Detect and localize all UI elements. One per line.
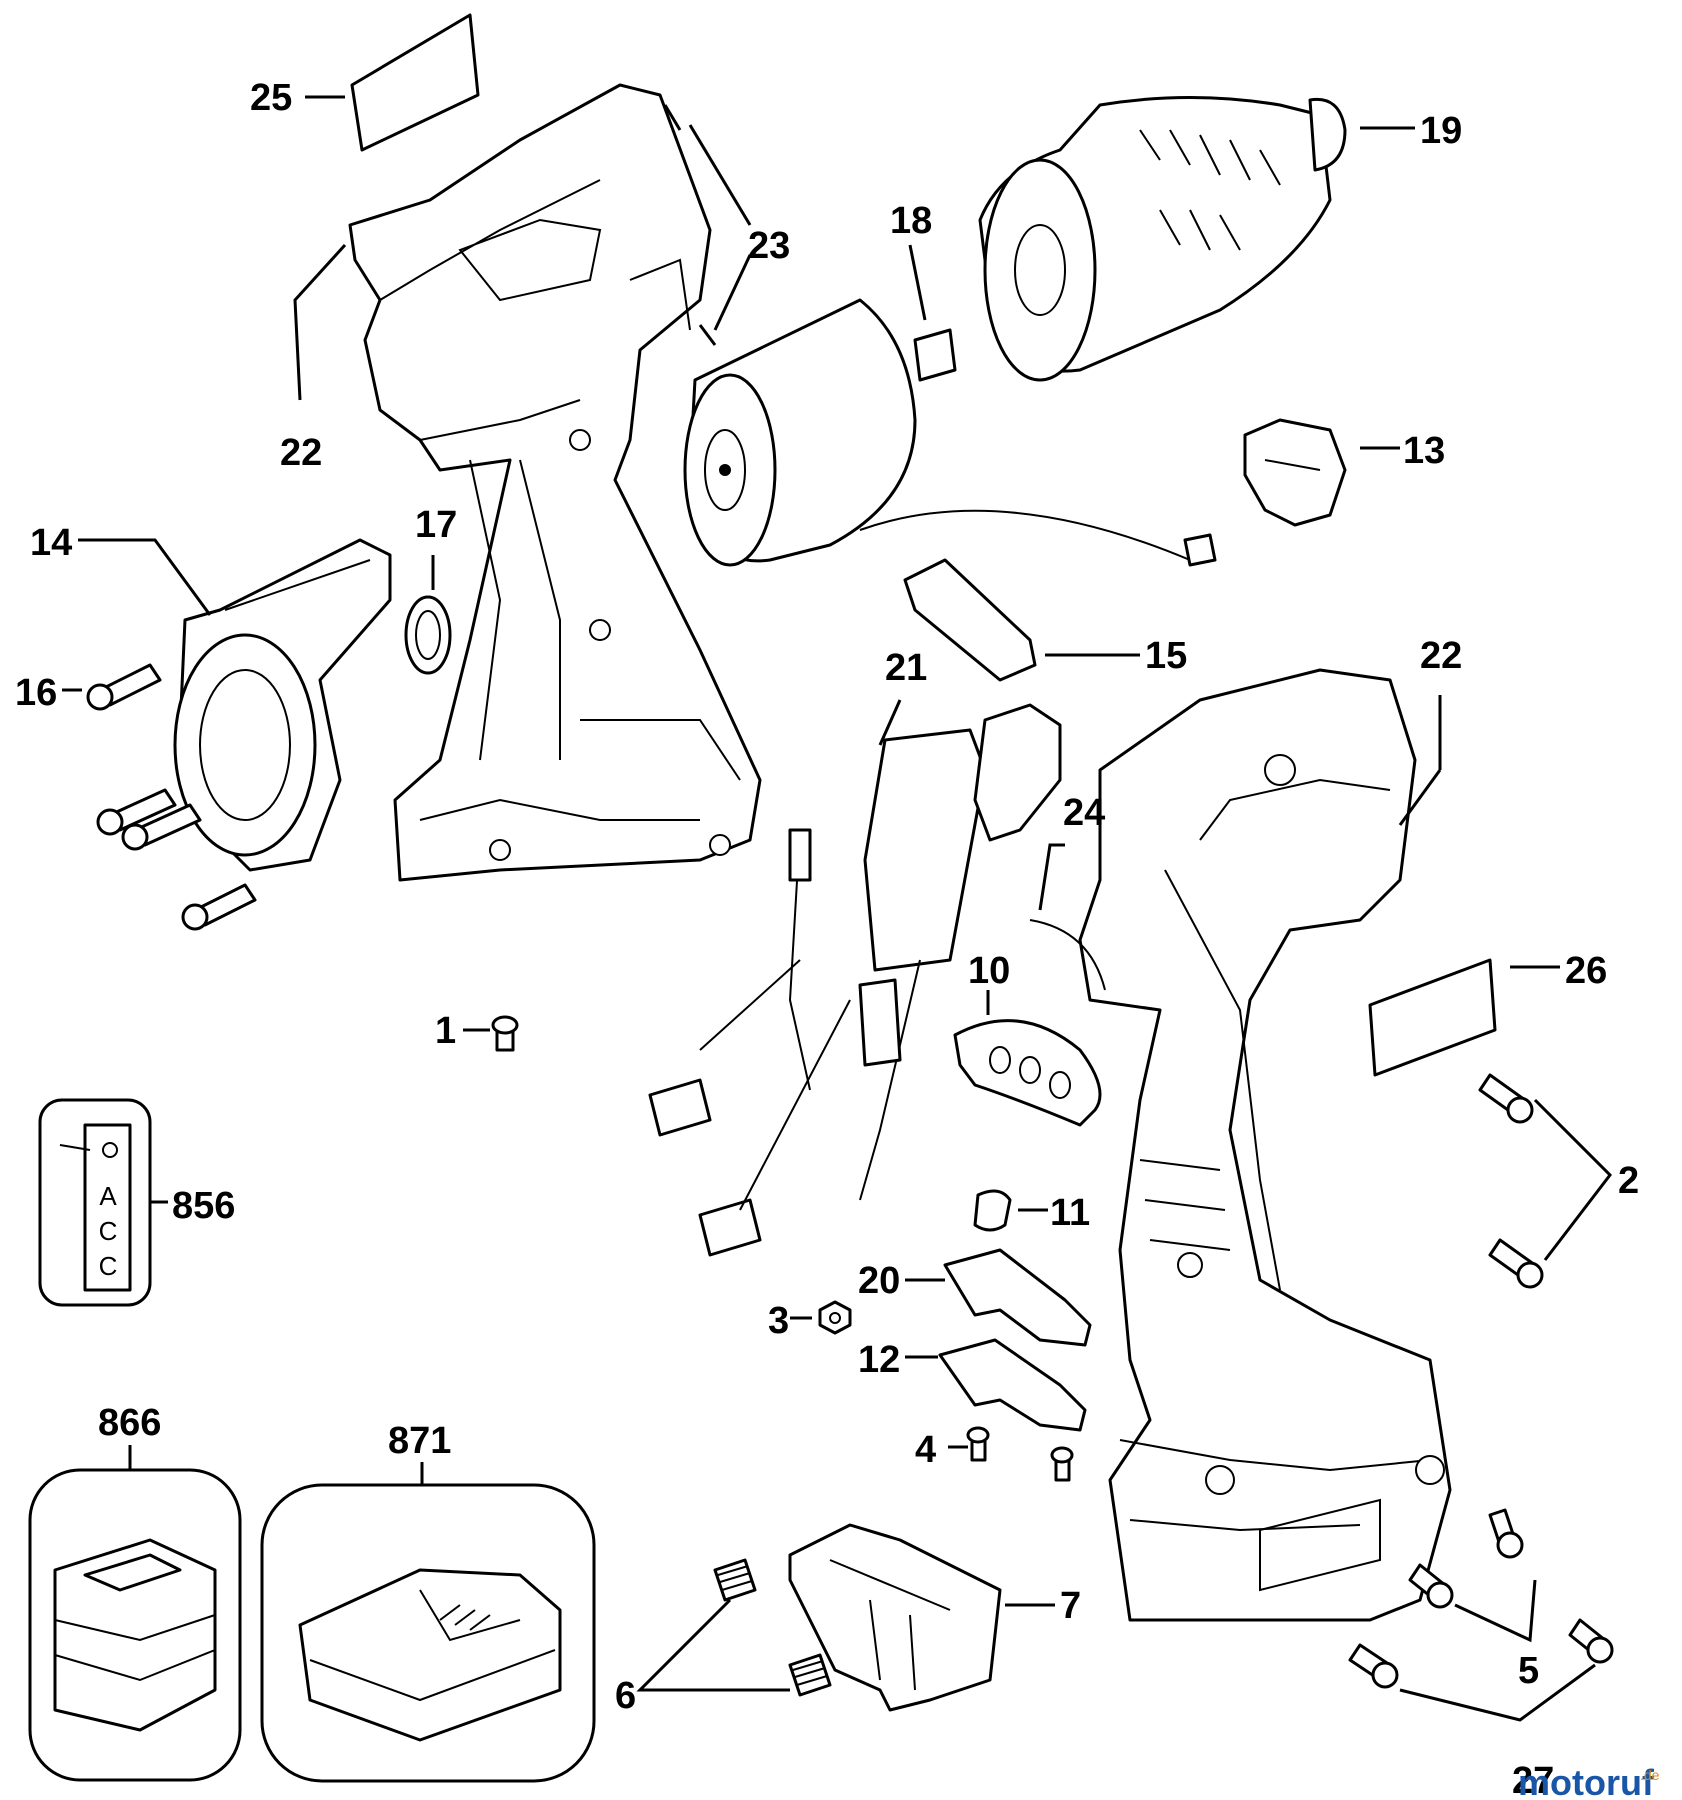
label-18: 18	[890, 200, 932, 242]
part-26-label	[1368, 958, 1497, 1077]
part-4-screws	[966, 1426, 1074, 1482]
label-22-right: 22	[1420, 635, 1462, 677]
part-856-accessory-tag: A C C	[38, 1098, 152, 1307]
label-6: 6	[615, 1675, 636, 1717]
part-2-screws	[1478, 1073, 1544, 1289]
label-14: 14	[30, 522, 72, 564]
label-20: 20	[858, 1260, 900, 1302]
part-13-bracket	[1243, 418, 1347, 527]
label-871: 871	[388, 1420, 451, 1462]
part-1-screw	[491, 1015, 519, 1052]
part-7-terminal-block	[788, 1523, 1002, 1712]
part-21-switch	[648, 703, 1062, 1257]
label-16: 16	[15, 672, 57, 714]
part-27-screws	[1348, 1618, 1614, 1689]
label-15: 15	[1145, 635, 1187, 677]
part-23-pins	[663, 104, 717, 346]
label-25: 25	[250, 77, 292, 119]
label-1: 1	[435, 1010, 456, 1052]
label-23: 23	[748, 225, 790, 267]
part-14-motor-cover	[173, 538, 392, 872]
part-11-cap	[973, 1189, 1012, 1232]
label-4: 4	[915, 1429, 936, 1471]
label-24: 24	[1063, 792, 1105, 834]
part-22-housing-right	[1078, 668, 1452, 1622]
label-7: 7	[1060, 1585, 1081, 1627]
label-10: 10	[968, 950, 1010, 992]
part-3-nut	[818, 1300, 852, 1335]
part-19-gear-housing	[978, 96, 1347, 382]
part-17-o-ring	[404, 595, 452, 675]
watermark-brand: motoruf	[1518, 1762, 1655, 1800]
acc-box-line1: A	[99, 1181, 117, 1211]
part-5-screws	[1408, 1508, 1524, 1609]
label-22-left: 22	[280, 432, 322, 474]
part-10-button	[953, 1019, 1102, 1127]
part-16-screws	[86, 663, 257, 931]
part-12-plate	[938, 1338, 1087, 1432]
part-20-plate	[943, 1248, 1092, 1347]
label-26: 26	[1565, 950, 1607, 992]
label-12: 12	[858, 1339, 900, 1381]
leader-lines	[62, 95, 1612, 1722]
watermark: motoruf .de	[1518, 1762, 1660, 1800]
acc-box-line3: C	[99, 1251, 118, 1281]
part-15-led	[859, 509, 1217, 682]
part-6-springs	[713, 1558, 832, 1697]
part-871-charger	[260, 1483, 596, 1783]
acc-box-line2: C	[99, 1216, 118, 1246]
part-22-housing-left	[348, 83, 762, 882]
label-2: 2	[1618, 1160, 1639, 1202]
label-11: 11	[1050, 1192, 1090, 1234]
part-25-label-plate	[350, 13, 480, 152]
label-13: 13	[1403, 430, 1445, 472]
callout-labels: 25 23 22 18 19 13 14 17 16 15 21 22 24 2…	[15, 77, 1639, 1800]
label-866: 866	[98, 1402, 161, 1444]
part-866-battery	[28, 1468, 242, 1782]
watermark-suffix: .de	[1640, 1767, 1660, 1783]
part-18-motor	[683, 298, 957, 567]
label-21: 21	[885, 647, 927, 689]
label-856: 856	[172, 1185, 235, 1227]
part-24-spring	[1029, 919, 1106, 991]
label-17: 17	[415, 504, 457, 546]
label-3: 3	[768, 1300, 789, 1342]
label-19: 19	[1420, 110, 1462, 152]
label-5: 5	[1518, 1650, 1539, 1692]
label-27: 27	[1512, 1760, 1554, 1800]
